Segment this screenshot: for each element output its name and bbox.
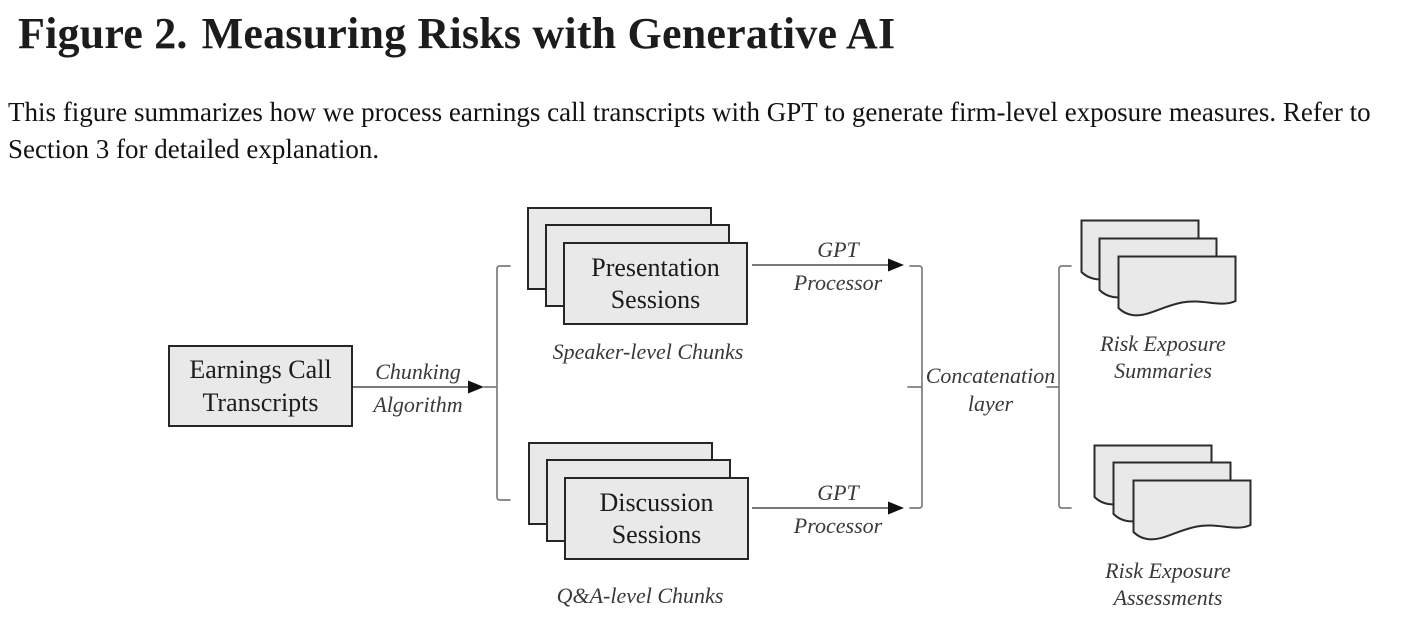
- discussion-sessions-box: Discussion Sessions: [564, 477, 749, 560]
- processor-bottom-label: Processor: [793, 513, 883, 538]
- summaries-label-line2: Summaries: [1114, 358, 1212, 383]
- assessments-label-line2: Assessments: [1113, 585, 1223, 610]
- assessments-label-line1: Risk Exposure: [1105, 558, 1231, 583]
- discussion-box-line2: Sessions: [611, 519, 702, 549]
- page-title: Figure 2. Measuring Risks with Generative…: [18, 8, 895, 59]
- branch-bracket-icon: [483, 265, 511, 501]
- chunking-label: Chunking: [375, 359, 461, 384]
- gpt-bottom-label: GPT: [817, 480, 859, 505]
- presentation-sessions-box: Presentation Sessions: [563, 242, 748, 325]
- concatenation-label-line2: layer: [967, 391, 1014, 416]
- figure-title-text: Measuring Risks with Generative AI: [201, 9, 896, 58]
- presentation-box-line2: Sessions: [610, 284, 701, 314]
- figure-caption: This figure summarizes how we process ea…: [8, 97, 1371, 164]
- document-icon: [1132, 479, 1252, 543]
- qa-level-chunks-label: Q&A-level Chunks: [556, 583, 724, 608]
- summaries-label-line1: Risk Exposure: [1100, 331, 1226, 356]
- algorithm-label: Algorithm: [373, 392, 463, 417]
- speaker-level-chunks-label: Speaker-level Chunks: [552, 339, 744, 364]
- processor-top-label: Processor: [793, 270, 883, 295]
- gpt-top-label: GPT: [817, 237, 859, 262]
- discussion-box-line1: Discussion: [599, 487, 714, 517]
- presentation-box-line1: Presentation: [591, 252, 720, 282]
- concatenation-label-line1: Concatenation: [925, 363, 1056, 388]
- concat-left-bracket-icon: [907, 265, 923, 509]
- earnings-call-transcripts-box: Earnings Call Transcripts: [168, 345, 353, 427]
- document-icon: [1117, 255, 1237, 319]
- input-box-line1: Earnings Call: [189, 355, 332, 384]
- input-box-line2: Transcripts: [202, 388, 319, 417]
- figure-number-label: Figure 2.: [18, 9, 188, 58]
